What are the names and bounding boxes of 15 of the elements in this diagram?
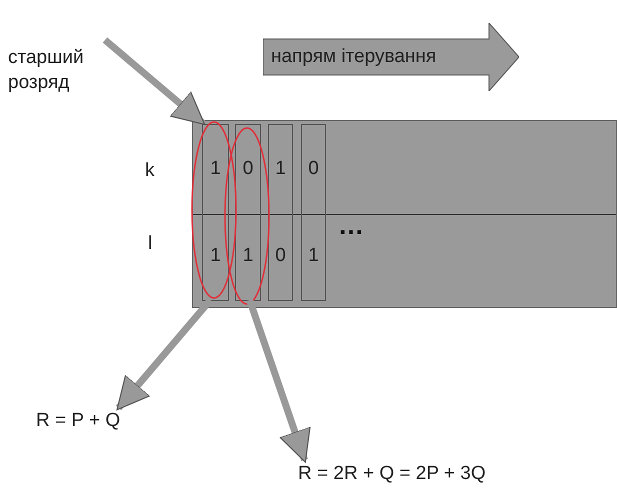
bit-column: 1 0 [268, 124, 293, 301]
bit-column: 0 1 [235, 124, 261, 301]
node-text: старший розряд [8, 40, 108, 102]
continuation-dots: … [338, 210, 366, 241]
node-text: R = 2R + Q = 2P + 3Q [298, 460, 518, 488]
block-arrow [116, 298, 214, 410]
bit-column: 1 1 [202, 124, 229, 301]
row-label: k [145, 160, 154, 182]
row-label: l [148, 233, 152, 255]
direction-block-arrow: напрям ітерування [263, 23, 519, 91]
bit-column: 0 1 [301, 124, 326, 301]
block-arrow [102, 37, 206, 126]
node-text: R = P + Q [36, 408, 146, 434]
register-panel [192, 120, 617, 308]
block-arrow [246, 298, 311, 463]
